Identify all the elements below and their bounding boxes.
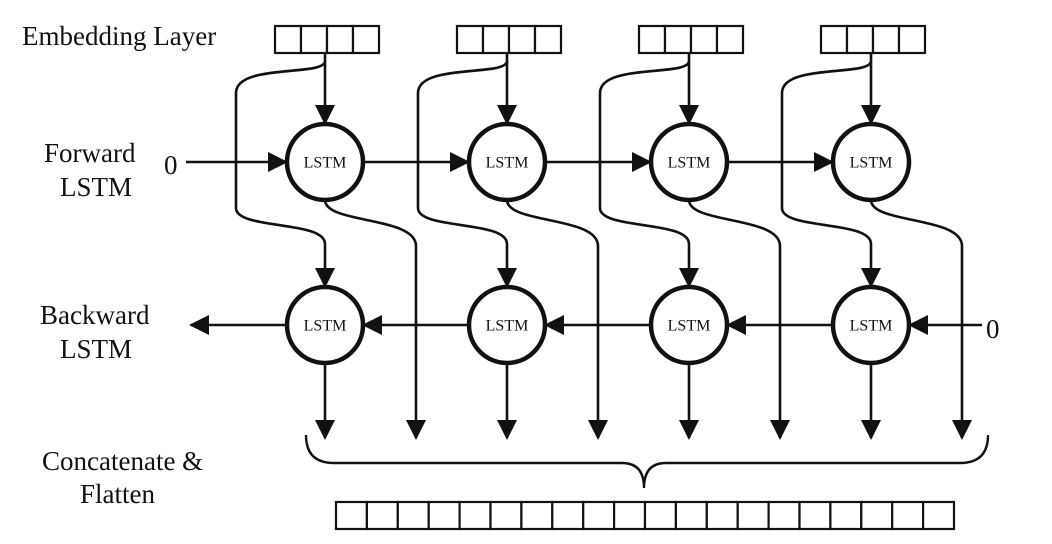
- output-cell: [458, 500, 492, 531]
- output-cell: [860, 500, 894, 531]
- embedding-cell: [507, 24, 537, 55]
- connection-wires: [186, 53, 982, 440]
- output-cell: [582, 500, 616, 531]
- forward-lstm-label-line1: Forward: [44, 138, 136, 168]
- lstm-node-circle: [830, 121, 912, 203]
- output-cell: [767, 500, 801, 531]
- lstm-node-circle: [466, 284, 548, 366]
- lstm-node-circle: [466, 121, 548, 203]
- lstm-node-label: LSTM: [668, 155, 711, 172]
- embedding-cell: [637, 24, 667, 55]
- output-cell: [396, 500, 430, 531]
- concatenate-brace: [304, 434, 990, 489]
- embedding-layer-label: Embedding Layer: [22, 21, 216, 51]
- backward-lstm-label-line2: LSTM: [60, 334, 132, 364]
- forward-output-arrow: [323, 199, 426, 440]
- forward-lstm-node: LSTM: [466, 121, 548, 203]
- embedding-cell: [845, 24, 875, 55]
- lstm-node-label: LSTM: [486, 318, 529, 335]
- backward-lstm-node: LSTM: [466, 284, 548, 366]
- concatenate-label-line1: Concatenate &: [42, 446, 203, 476]
- forward-output-arrow: [869, 199, 972, 440]
- output-cell: [643, 500, 677, 531]
- forward-lstm-node: LSTM: [284, 121, 366, 203]
- lstm-node-label: LSTM: [850, 155, 893, 172]
- embedding-vectors: [273, 24, 927, 55]
- lstm-node-circle: [648, 284, 730, 366]
- lstm-node-circle: [648, 121, 730, 203]
- lstm-node-label: LSTM: [304, 318, 347, 335]
- lstm-node-label: LSTM: [668, 318, 711, 335]
- embedding-cell: [273, 24, 303, 55]
- embedding-to-backward-arrow: [780, 60, 881, 288]
- embedding-cell: [455, 24, 485, 55]
- forward-output-arrow: [687, 199, 790, 440]
- output-cell: [798, 500, 832, 531]
- embedding-cell: [325, 24, 355, 55]
- lstm-node-label: LSTM: [486, 155, 529, 172]
- output-cell: [334, 500, 368, 531]
- embedding-cell: [819, 24, 849, 55]
- forward-lstm-node: LSTM: [648, 121, 730, 203]
- embedding-cell: [663, 24, 693, 55]
- output-cell: [489, 500, 523, 531]
- output-cell: [365, 500, 399, 531]
- embedding-cell: [533, 24, 563, 55]
- embedding-cell: [689, 24, 719, 55]
- embedding-to-backward-arrow: [416, 60, 517, 288]
- forward-output-arrow: [505, 199, 608, 440]
- embedding-cell: [481, 24, 511, 55]
- embedding-cell: [351, 24, 381, 55]
- forward-initial-state: 0: [164, 150, 178, 180]
- output-cell: [705, 500, 739, 531]
- lstm-node-circle: [830, 284, 912, 366]
- embedding-to-backward-arrow: [598, 60, 699, 288]
- forward-lstm-node: LSTM: [830, 121, 912, 203]
- lstm-node-circle: [284, 284, 366, 366]
- backward-lstm-label-line1: Backward: [40, 300, 150, 330]
- output-cell: [674, 500, 708, 531]
- output-cell: [427, 500, 461, 531]
- backward-lstm-node: LSTM: [648, 284, 730, 366]
- output-cell: [891, 500, 925, 531]
- embedding-to-backward-arrow: [234, 60, 335, 288]
- output-cell: [612, 500, 647, 531]
- backward-lstm-node: LSTM: [830, 284, 912, 366]
- embedding-cell: [897, 24, 927, 55]
- lstm-node-label: LSTM: [850, 318, 893, 335]
- embedding-cell: [715, 24, 745, 55]
- backward-lstm-node: LSTM: [284, 284, 366, 366]
- output-cell: [551, 500, 585, 531]
- output-cell: [829, 500, 863, 531]
- flattened-output-vector: [334, 500, 956, 531]
- backward-initial-state: 0: [986, 314, 1000, 344]
- embedding-cell: [299, 24, 329, 55]
- lstm-node-label: LSTM: [304, 155, 347, 172]
- output-cell: [921, 500, 956, 531]
- forward-lstm-label-line2: LSTM: [60, 172, 132, 202]
- output-cell: [520, 500, 554, 531]
- lstm-node-circle: [284, 121, 366, 203]
- concatenate-label-line2: Flatten: [80, 479, 155, 509]
- output-cell: [736, 500, 770, 531]
- embedding-cell: [871, 24, 901, 55]
- lstm-nodes: LSTM LSTM LSTM LSTM LSTM LSTM LSTM LSTM: [284, 121, 912, 366]
